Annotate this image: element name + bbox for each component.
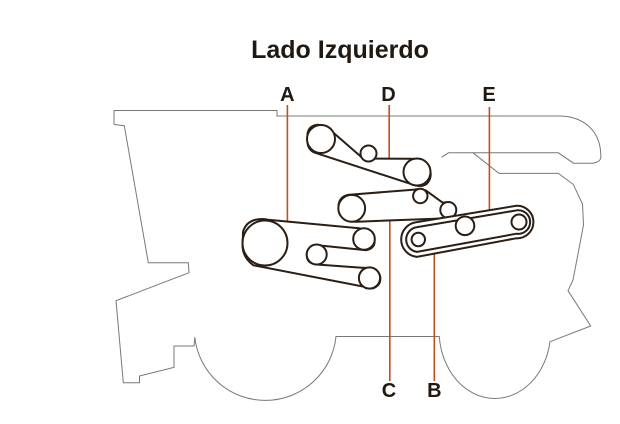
drive-pulley-circle	[241, 219, 289, 267]
callout-label-d: D	[381, 83, 396, 106]
callout-label-c: C	[381, 379, 397, 402]
pulley-hub-circle	[510, 213, 528, 231]
pulley-circle	[357, 266, 382, 290]
belt-band-inner	[405, 209, 532, 253]
callout-leader-lines	[286, 105, 491, 381]
idler-pulley-circle	[305, 243, 328, 266]
idler-pulley-circle	[412, 187, 429, 205]
idler-pulley-circle	[454, 215, 476, 237]
pulley-circle	[337, 193, 367, 223]
idler-pulley-circle	[359, 144, 378, 163]
pulley-hub-circle	[410, 231, 426, 248]
belt-drive-rear	[400, 204, 535, 258]
belt-drive-upper	[306, 123, 432, 187]
belt-drive-middle	[337, 187, 458, 223]
callout-label-b: B	[427, 379, 442, 402]
pulley-circle	[352, 227, 376, 251]
belt-drive-front	[241, 217, 382, 290]
callout-label-e: E	[482, 83, 496, 106]
machine-outline	[113, 110, 602, 401]
pulley-circle	[402, 157, 432, 187]
diagram-title: Lado Izquierdo	[251, 36, 429, 64]
machine-roof-outline	[113, 110, 602, 164]
machine-body-outline	[113, 124, 592, 401]
callout-label-a: A	[280, 83, 295, 106]
pulley-circle	[306, 124, 336, 154]
